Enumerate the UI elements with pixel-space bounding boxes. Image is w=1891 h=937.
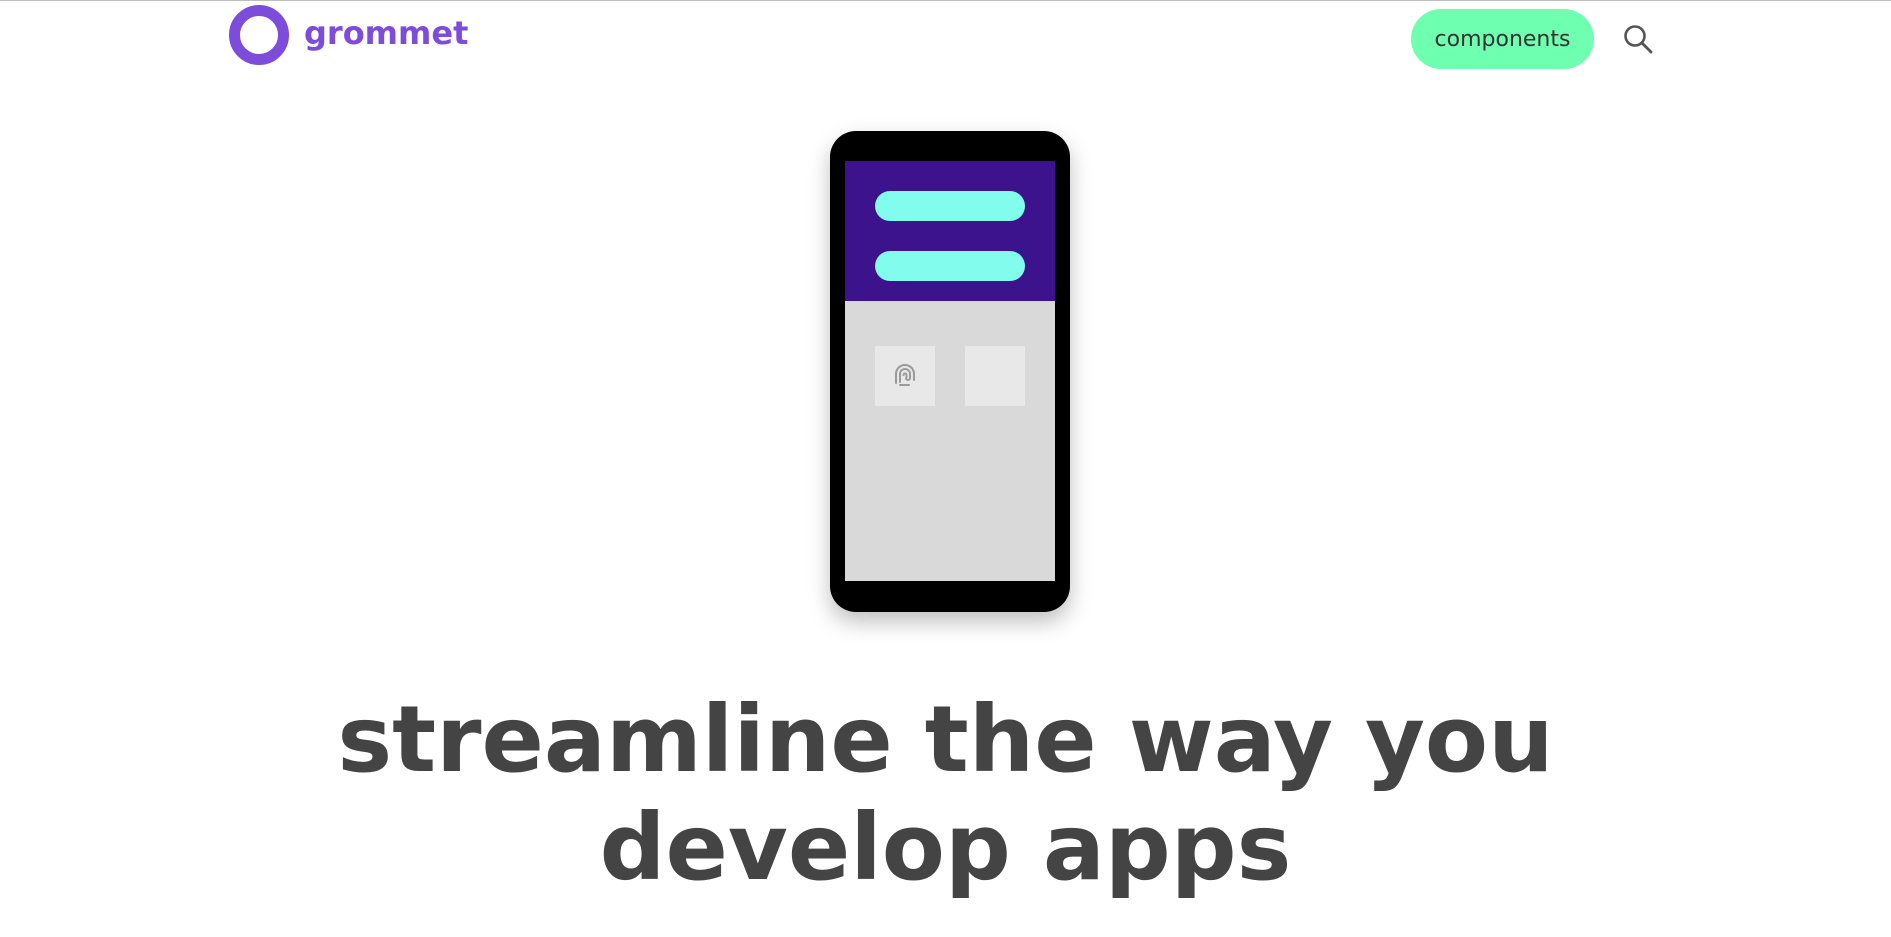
search-icon (1624, 25, 1653, 54)
hero-headline: streamline the way you develop apps (0, 686, 1891, 902)
brand-name: grommet (304, 14, 469, 52)
hero-headline-line2: develop apps (599, 794, 1292, 901)
phone-screen-header (845, 161, 1055, 301)
phone-pill-1 (875, 191, 1025, 221)
site-header: grommet components (0, 1, 1891, 75)
phone-pill-2 (875, 251, 1025, 281)
brand-link[interactable]: grommet (229, 5, 468, 65)
top-border (0, 0, 1891, 1)
phone-tile-blank (965, 346, 1025, 406)
grommet-logo-icon (229, 5, 289, 65)
hero-headline-line1: streamline the way you (337, 686, 1554, 793)
search-button[interactable] (1622, 23, 1654, 55)
phone-frame (830, 131, 1070, 612)
phone-tile-fingerprint (875, 346, 935, 406)
fingerprint-icon (895, 364, 915, 386)
components-nav-button[interactable]: components (1411, 9, 1594, 69)
phone-illustration (830, 131, 1070, 612)
phone-screen (845, 161, 1055, 581)
